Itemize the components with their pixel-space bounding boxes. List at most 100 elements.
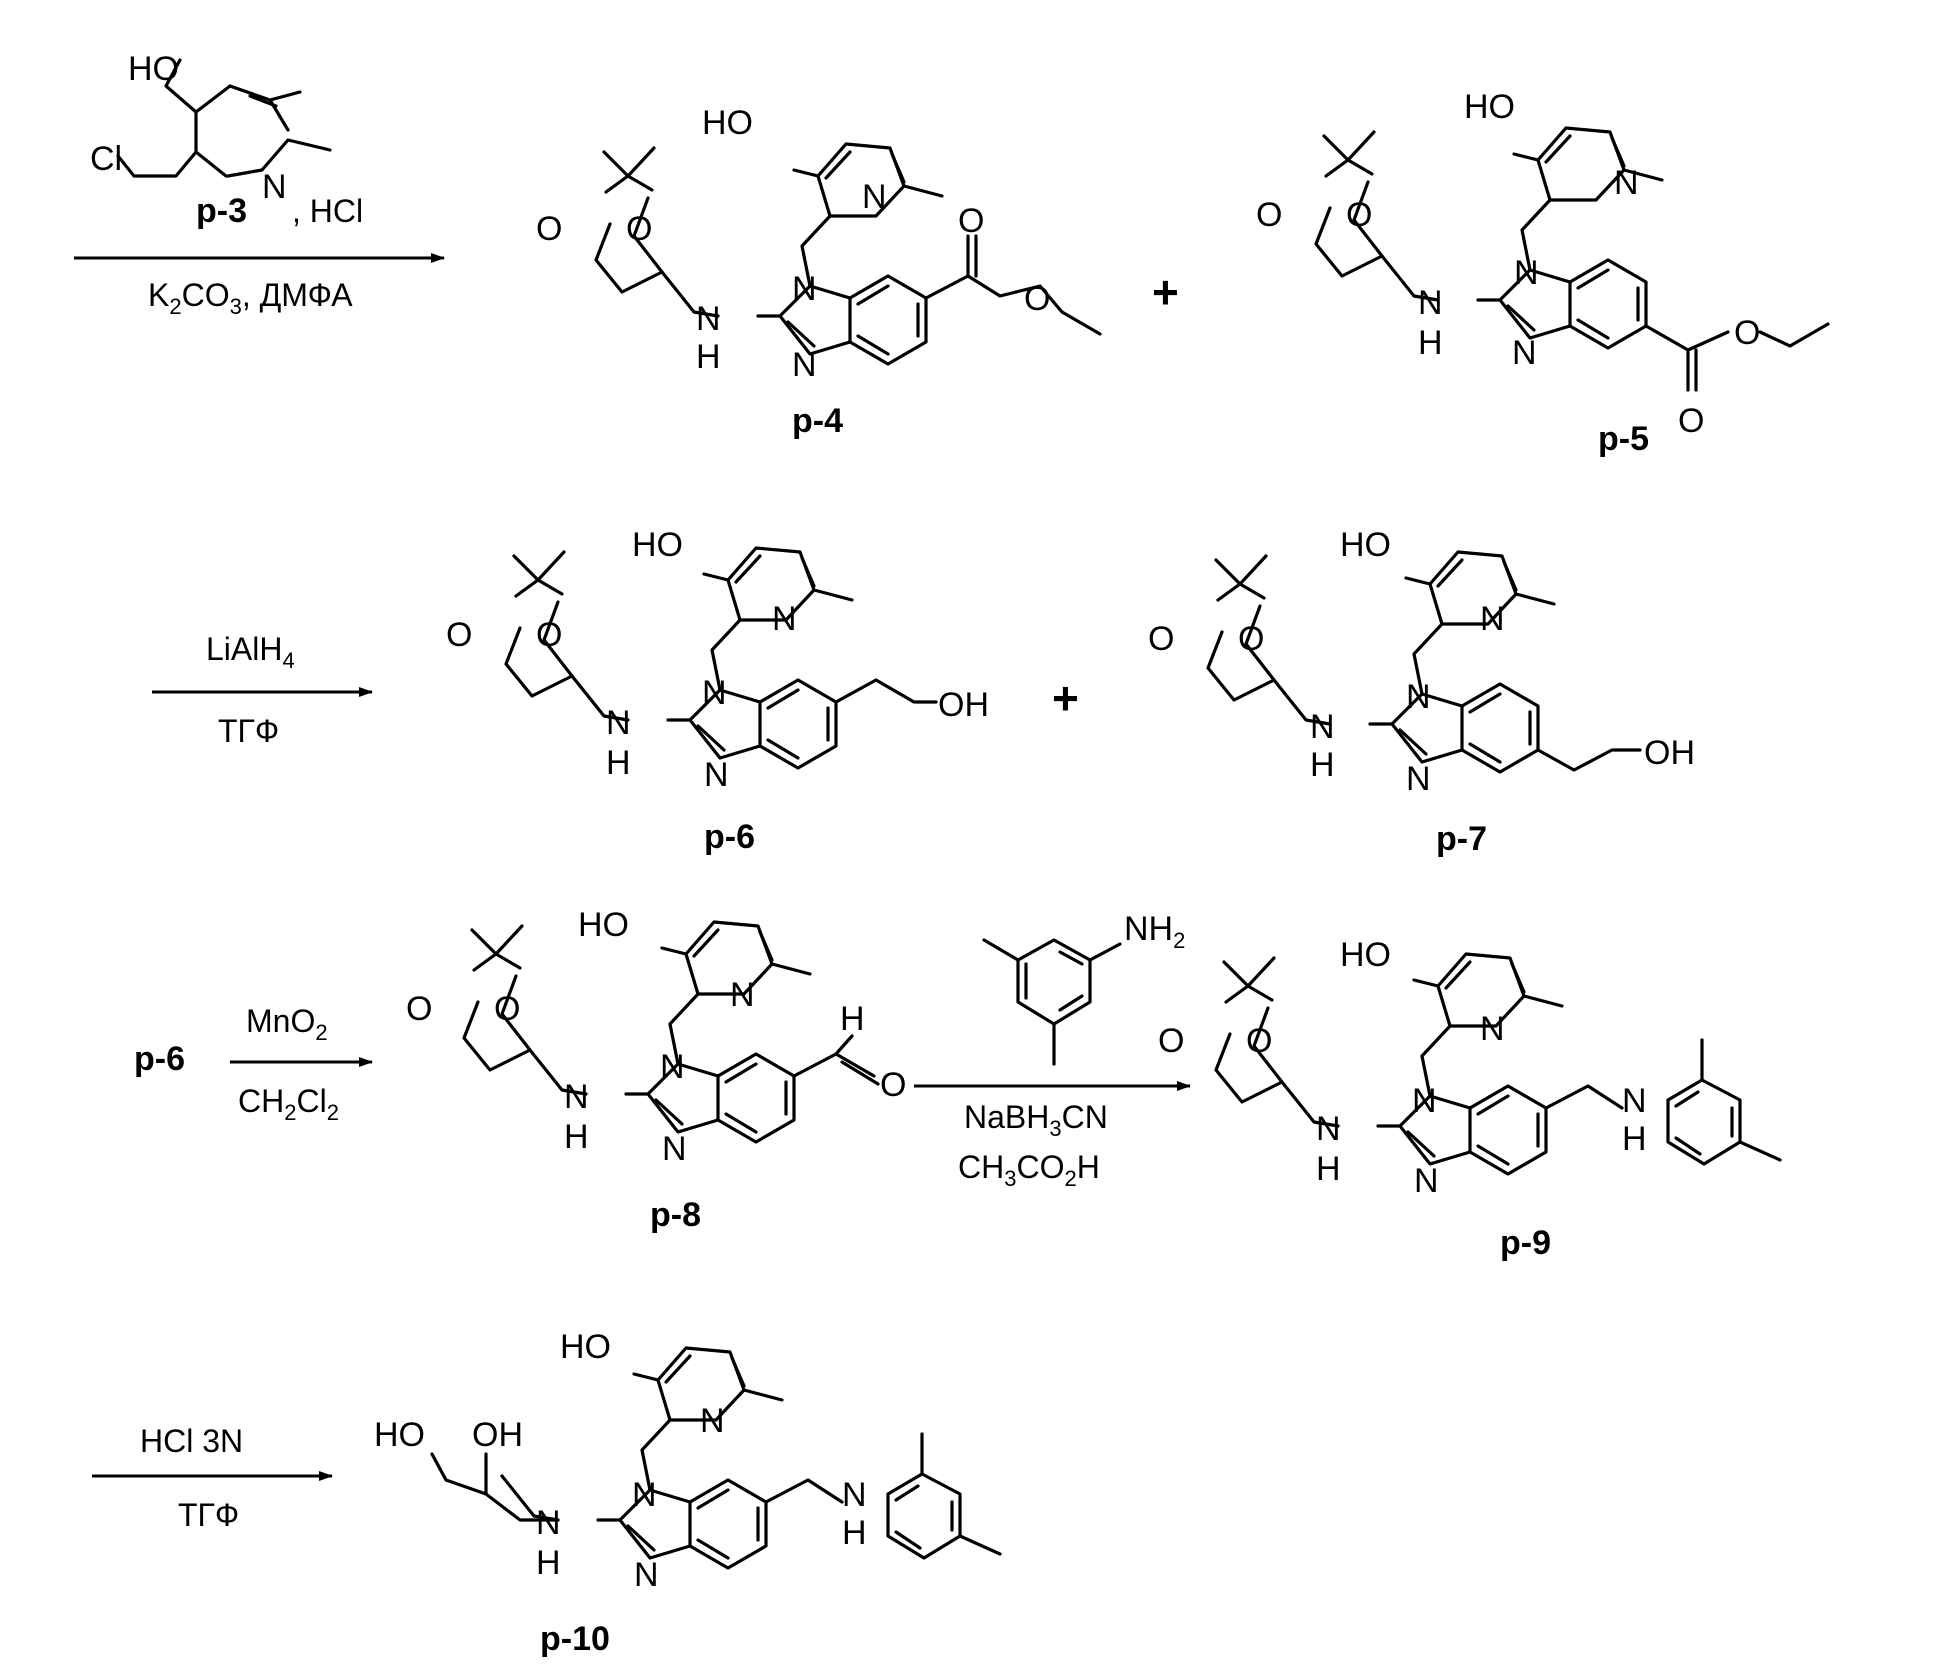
p5-ho-label: HO bbox=[1464, 88, 1515, 126]
compound-p6: HO N N N N H O O OH p-6 bbox=[446, 526, 989, 856]
p3-cl-label: Cl bbox=[90, 140, 122, 178]
step1-reagent-suffix: , HCl bbox=[292, 193, 363, 229]
compound-p9: HO N N N N H O O N H p-9 bbox=[1158, 936, 1780, 1262]
step1-base: K2CO3, ДМФА bbox=[148, 277, 353, 319]
start-p6-label: p-6 bbox=[134, 1040, 185, 1078]
compound-p5: HO N N N N H O O O O p-5 bbox=[1256, 88, 1828, 458]
p4-ester-o: O bbox=[1024, 280, 1050, 318]
p4-o1-label: O bbox=[536, 210, 562, 248]
p10-label: p-10 bbox=[540, 1620, 610, 1658]
p10-pyridine-n: N bbox=[700, 1402, 725, 1440]
p10-n1-label: N bbox=[632, 1476, 657, 1514]
p4-label: p-4 bbox=[792, 402, 843, 440]
p6-o1-label: O bbox=[446, 616, 472, 654]
p7-nh-h: H bbox=[1310, 746, 1335, 784]
step4-reagent: NaBH3CN bbox=[964, 1099, 1108, 1141]
p9-nh-n: N bbox=[1316, 1110, 1341, 1148]
p10-n3-label: N bbox=[634, 1556, 659, 1594]
p7-pyridine-n: N bbox=[1480, 600, 1505, 638]
p5-ester-o: O bbox=[1734, 314, 1760, 352]
reagent-dimethylaniline: NH2 bbox=[984, 910, 1185, 1064]
p9-label: p-9 bbox=[1500, 1224, 1551, 1262]
p7-ho-label: HO bbox=[1340, 526, 1391, 564]
compound-p4: HO N N N N H O O O O p-4 bbox=[536, 104, 1100, 440]
p6-label: p-6 bbox=[704, 818, 755, 856]
p8-ho-label: HO bbox=[578, 906, 629, 944]
p5-o2-label: O bbox=[1346, 196, 1372, 234]
p7-o2-label: O bbox=[1238, 620, 1264, 658]
p4-n1-label: N bbox=[792, 270, 817, 308]
p6-oh-label: OH bbox=[938, 686, 989, 724]
plus-sign-row1: + bbox=[1152, 266, 1179, 318]
p10-diol-ho: HO bbox=[374, 1416, 425, 1454]
compound-p7: HO N N N N H O O OH p-7 bbox=[1148, 526, 1695, 858]
p5-n1-label: N bbox=[1514, 254, 1539, 292]
p7-label: p-7 bbox=[1436, 820, 1487, 858]
p4-nh-n: N bbox=[696, 300, 721, 338]
p9-amine-n: N bbox=[1622, 1082, 1647, 1120]
step2-reagent: LiAlH4 bbox=[206, 631, 295, 673]
p4-n3-label: N bbox=[792, 346, 817, 384]
p4-pyridine-n: N bbox=[862, 178, 887, 216]
p8-aldehyde-o: O bbox=[880, 1066, 906, 1104]
p6-pyridine-n: N bbox=[772, 600, 797, 638]
p10-nh-h: H bbox=[536, 1544, 561, 1582]
p3-label: p-3 bbox=[196, 192, 247, 230]
plus-sign-row2: + bbox=[1052, 672, 1079, 724]
p4-carbonyl-o: O bbox=[958, 202, 984, 240]
p10-diol-oh: OH bbox=[472, 1416, 523, 1454]
p4-nh-h: H bbox=[696, 338, 721, 376]
compound-p10: HO N N N N H HO OH N H p-10 bbox=[374, 1328, 1000, 1658]
p6-n3-label: N bbox=[704, 756, 729, 794]
p5-nh-n: N bbox=[1418, 284, 1443, 322]
p7-n1-label: N bbox=[1406, 678, 1431, 716]
p7-o1-label: O bbox=[1148, 620, 1174, 658]
p5-label: p-5 bbox=[1598, 420, 1649, 458]
compound-p8: HO N N N N H O O H O p-8 bbox=[406, 906, 906, 1234]
p6-nh-n: N bbox=[606, 704, 631, 742]
p8-nh-h: H bbox=[564, 1118, 589, 1156]
p9-pyridine-n: N bbox=[1480, 1010, 1505, 1048]
p5-pyridine-n: N bbox=[1614, 164, 1639, 202]
p3-n-label: N bbox=[262, 168, 287, 206]
p5-o1-label: O bbox=[1256, 196, 1282, 234]
p5-carbonyl-o: O bbox=[1678, 402, 1704, 440]
p8-nh-n: N bbox=[564, 1078, 589, 1116]
aniline-nh2: NH2 bbox=[1124, 910, 1185, 953]
step4-acid: CH3CO2H bbox=[958, 1149, 1100, 1191]
p7-n3-label: N bbox=[1406, 760, 1431, 798]
p7-oh-label: OH bbox=[1644, 734, 1695, 772]
step2-solvent: ТГФ bbox=[218, 713, 279, 749]
p4-o2-label: O bbox=[626, 210, 652, 248]
p9-o1-label: O bbox=[1158, 1022, 1184, 1060]
p4-ho-label: HO bbox=[702, 104, 753, 142]
step3-solvent: CH2Cl2 bbox=[238, 1083, 339, 1125]
p6-ho-label: HO bbox=[632, 526, 683, 564]
p7-nh-n: N bbox=[1310, 708, 1335, 746]
p9-n1-label: N bbox=[1412, 1082, 1437, 1120]
p9-amine-h: H bbox=[1622, 1120, 1647, 1158]
p8-n3-label: N bbox=[662, 1130, 687, 1168]
step3-reagent: MnO2 bbox=[246, 1003, 328, 1045]
p8-n1-label: N bbox=[660, 1048, 685, 1086]
p5-nh-h: H bbox=[1418, 324, 1443, 362]
p6-n1-label: N bbox=[702, 674, 727, 712]
p8-label: p-8 bbox=[650, 1196, 701, 1234]
p10-nh-n: N bbox=[536, 1504, 561, 1542]
p10-amine-n: N bbox=[842, 1476, 867, 1514]
p10-ho-label: HO bbox=[560, 1328, 611, 1366]
p8-o2-label: O bbox=[494, 990, 520, 1028]
p10-amine-h: H bbox=[842, 1514, 867, 1552]
p9-n3-label: N bbox=[1414, 1162, 1439, 1200]
p3-ho-label: HO bbox=[128, 50, 179, 88]
p8-pyridine-n: N bbox=[730, 976, 755, 1014]
p6-nh-h: H bbox=[606, 744, 631, 782]
p8-aldehyde-h: H bbox=[840, 1000, 865, 1038]
p9-ho-label: HO bbox=[1340, 936, 1391, 974]
step5-reagent: HCl 3N bbox=[140, 1423, 243, 1459]
p9-o2-label: O bbox=[1246, 1022, 1272, 1060]
step5-solvent: ТГФ bbox=[178, 1497, 239, 1533]
p9-nh-h: H bbox=[1316, 1150, 1341, 1188]
